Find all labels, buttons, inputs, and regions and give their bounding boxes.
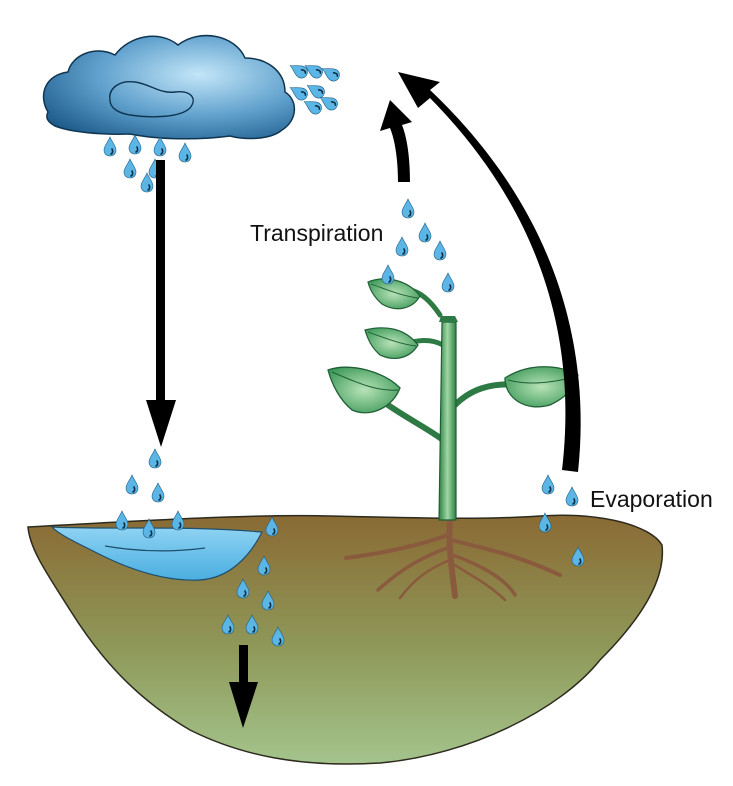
plant-icon <box>327 278 579 521</box>
arrow-icon <box>146 72 581 728</box>
label-transpiration: Transpiration <box>250 220 384 246</box>
cloud-icon <box>42 34 296 140</box>
plant-roots <box>344 517 562 602</box>
label-evaporation: Evaporation <box>590 486 713 512</box>
